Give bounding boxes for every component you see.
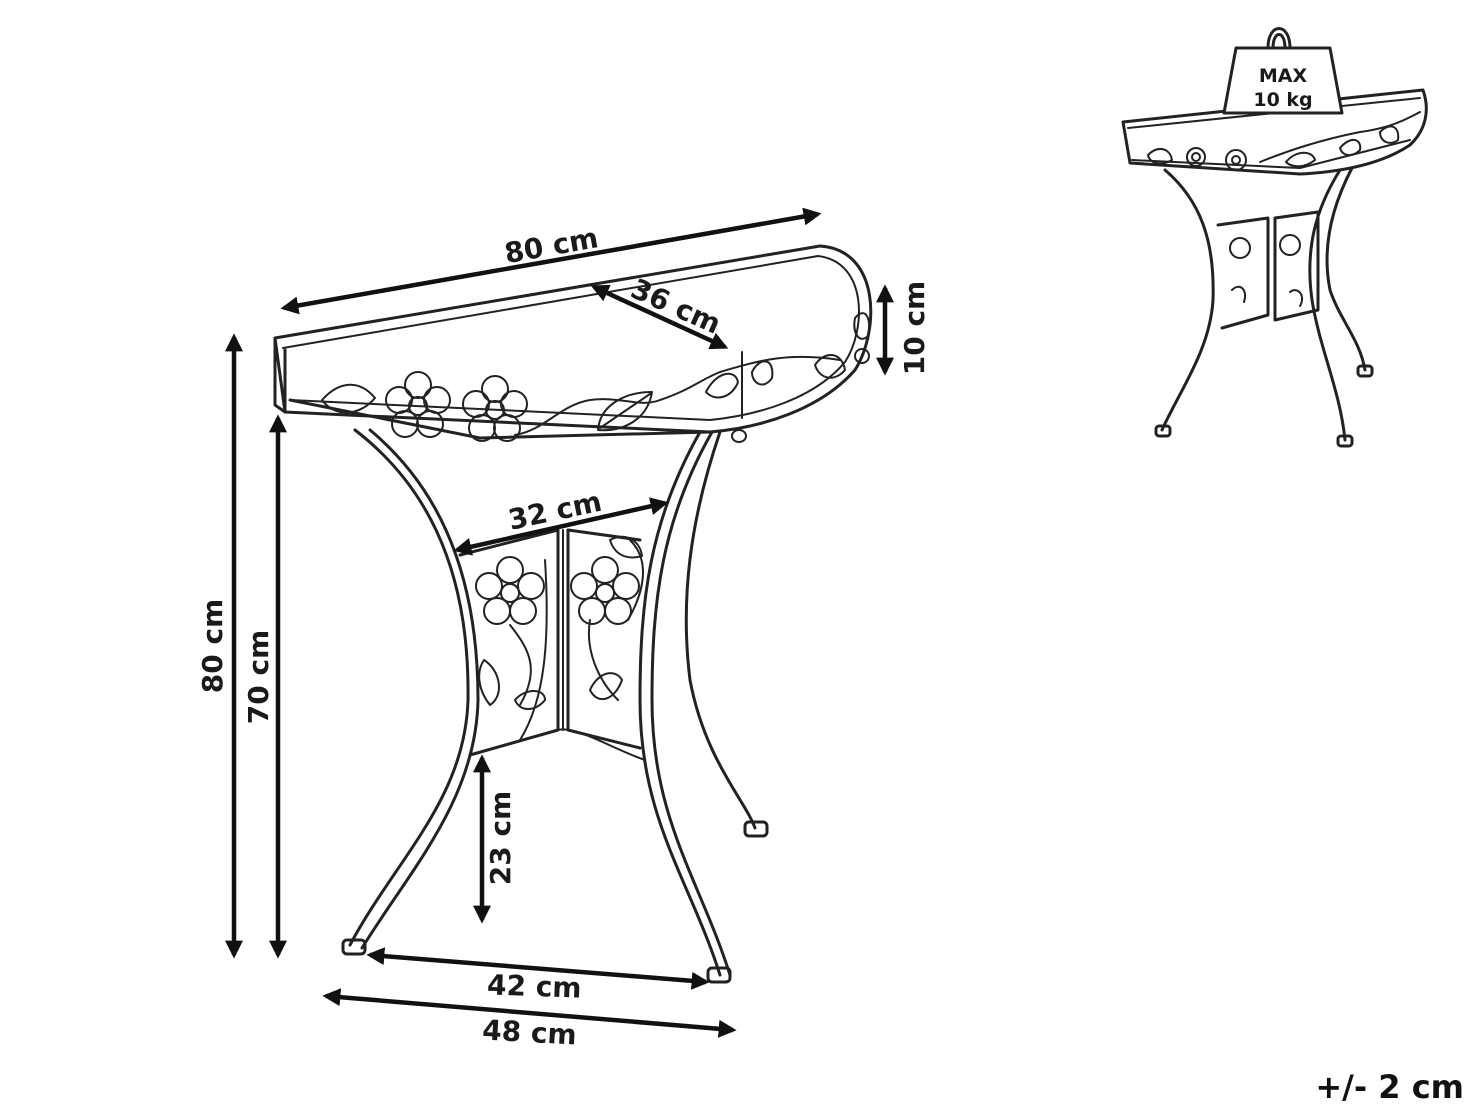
leg-left-outer xyxy=(348,428,470,947)
dim-line-depth xyxy=(590,284,729,350)
max-load-line2: 10 kg xyxy=(1253,89,1312,111)
small-shelf-flower-2 xyxy=(1279,234,1301,256)
tolerance-note: +/- 2 cm xyxy=(1315,1068,1464,1106)
apron-knob xyxy=(731,429,747,443)
table-top xyxy=(273,244,873,434)
leg-right xyxy=(684,430,757,830)
apron-leaf-1 xyxy=(597,391,653,432)
small-shelf xyxy=(1216,210,1320,330)
shelf-leaf-1 xyxy=(478,659,500,706)
load-view-table: MAX 10 kg xyxy=(1121,27,1428,448)
shelf-leaf-2 xyxy=(514,690,546,710)
shelf-hinge xyxy=(557,529,646,761)
label-apron-height: 10 cm xyxy=(898,281,931,376)
small-leg-left xyxy=(1160,168,1215,432)
dimension-lines xyxy=(225,207,894,1038)
dimension-labels: 80 cm 36 cm 10 cm 80 cm 70 cm 32 cm 23 c… xyxy=(196,221,931,1051)
dim-line-foot-outer xyxy=(322,988,737,1038)
label-foot-inner: 42 cm xyxy=(487,968,583,1004)
shelf-panel-right xyxy=(566,528,642,750)
label-height-to-apron: 70 cm xyxy=(242,630,275,725)
foot-left xyxy=(341,938,367,956)
small-foot-back xyxy=(1356,364,1374,378)
weight-icon: MAX 10 kg xyxy=(1222,27,1344,115)
apron-leaf-5 xyxy=(814,354,846,379)
shelf-leaf-3 xyxy=(589,672,623,701)
foot-right xyxy=(743,820,769,838)
label-depth: 36 cm xyxy=(626,272,726,341)
small-leg-back xyxy=(1325,166,1367,372)
apron-leaf-2 xyxy=(321,383,376,414)
max-load-line1: MAX xyxy=(1259,65,1308,87)
small-apron-ornaments xyxy=(1147,111,1421,171)
leg-left-inner xyxy=(360,428,480,950)
small-shelf-flower-1 xyxy=(1229,237,1251,259)
table-top-inner xyxy=(282,255,860,421)
shelf-vine-left xyxy=(509,559,548,741)
leg-center-inner xyxy=(650,430,732,977)
small-table-top xyxy=(1121,88,1428,176)
shelf-flower-left xyxy=(475,556,545,625)
label-foot-outer: 48 cm xyxy=(481,1014,577,1052)
dim-line-shelf-width xyxy=(453,497,669,556)
shelf-flower-right xyxy=(570,556,640,625)
small-foot-right xyxy=(1336,434,1354,448)
apron-leaf-6 xyxy=(853,312,871,340)
apron-flower-1 xyxy=(385,371,451,438)
apron-bud xyxy=(854,348,870,364)
small-leg-right xyxy=(1308,168,1347,442)
label-total-height: 80 cm xyxy=(196,599,229,694)
label-shelf-height: 23 cm xyxy=(484,791,517,886)
apron-vine xyxy=(514,355,841,436)
apron-leaf-3 xyxy=(705,372,739,399)
main-table xyxy=(273,244,873,984)
small-foot-left xyxy=(1154,424,1172,438)
apron-leaf-4 xyxy=(751,360,774,386)
dim-line-foot-inner xyxy=(366,947,710,990)
dim-line-width-top xyxy=(280,207,822,315)
apron-flower-2 xyxy=(462,375,528,442)
